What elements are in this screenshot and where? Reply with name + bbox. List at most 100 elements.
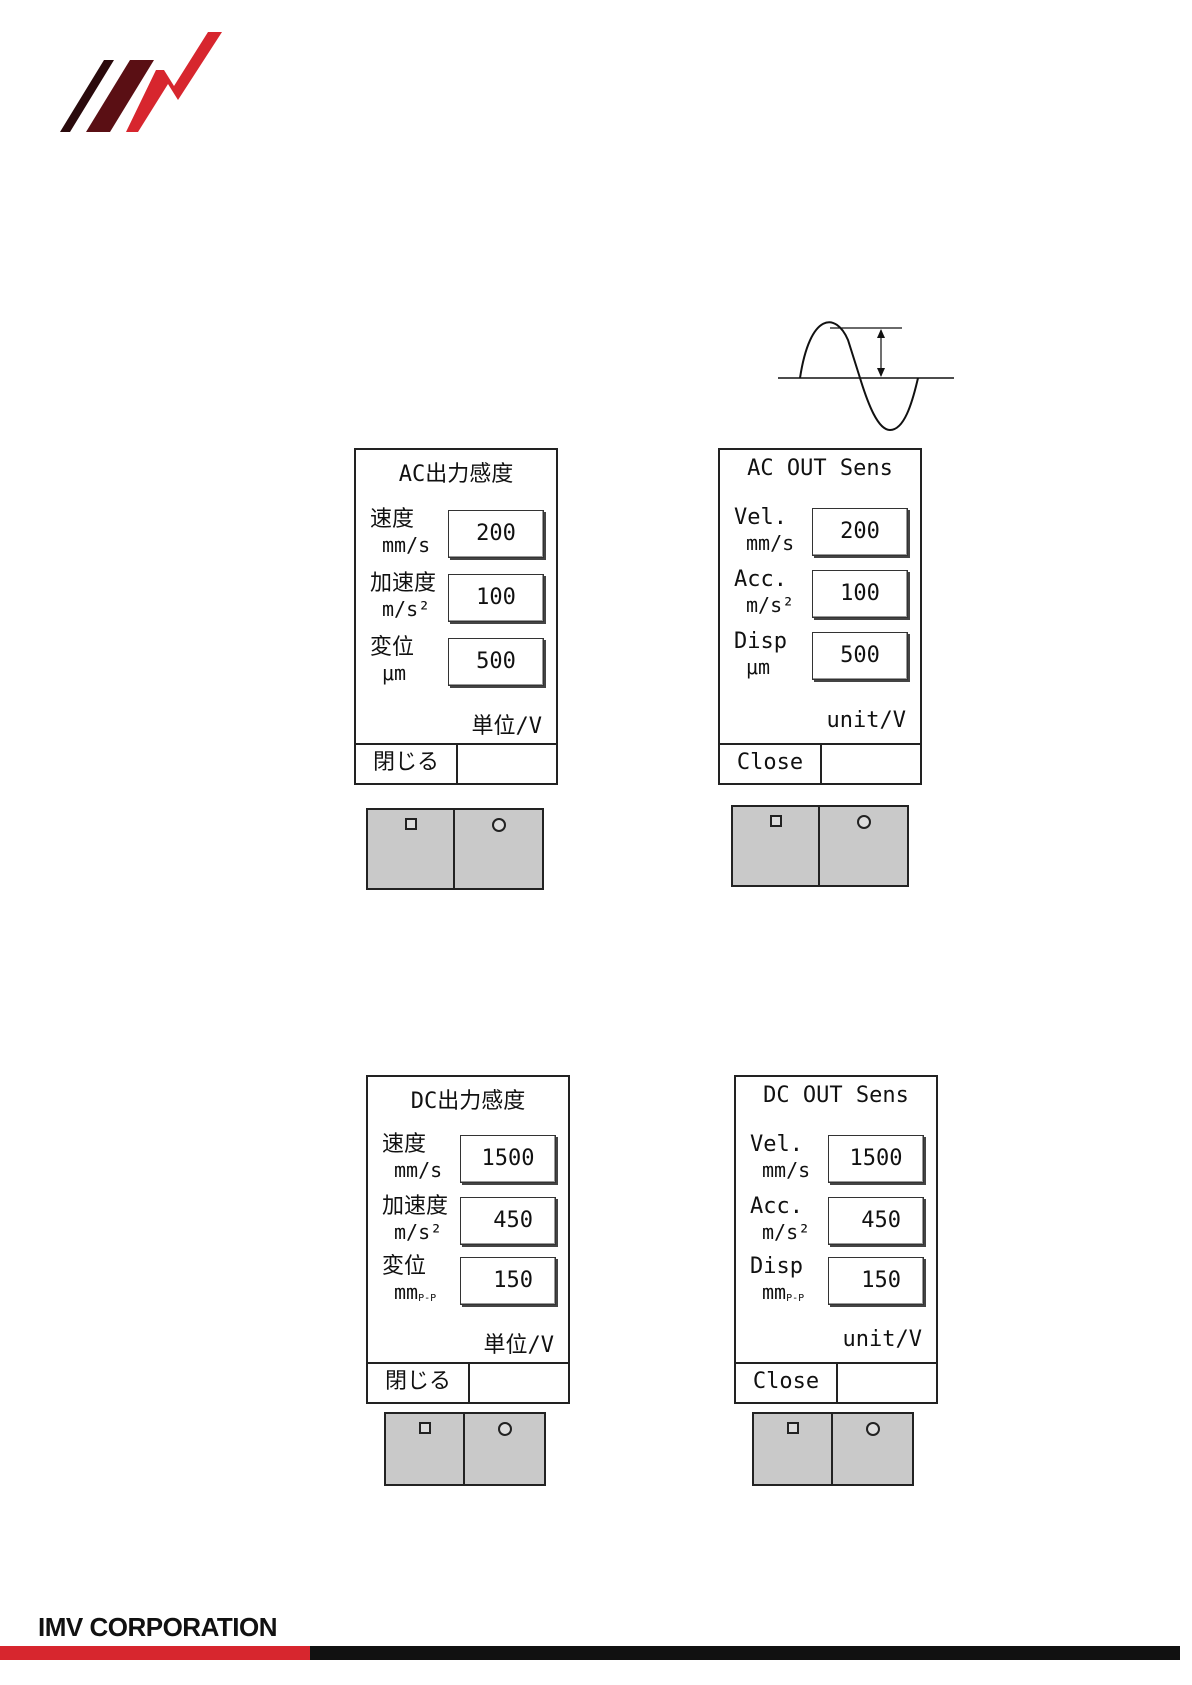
- velocity-label: 速度: [370, 508, 414, 532]
- acceleration-unit: m/s²: [394, 1221, 442, 1243]
- acceleration-label: Acc.: [734, 568, 787, 592]
- acceleration-label: Acc.: [750, 1195, 803, 1219]
- circle-icon: [498, 1422, 512, 1436]
- close-button[interactable]: 閉じる: [356, 745, 458, 783]
- blank-softkey[interactable]: [458, 745, 556, 783]
- panel-footer: 閉じる: [356, 743, 556, 783]
- square-key[interactable]: [733, 807, 820, 885]
- dc-output-sensitivity-panel-en: DC OUT Sens Vel. mm/s 1500 Acc. m/s² 450…: [734, 1075, 938, 1404]
- blank-softkey[interactable]: [822, 745, 920, 783]
- displacement-unit-sub: P-P: [418, 1293, 436, 1304]
- acceleration-value-field[interactable]: 450: [460, 1197, 556, 1245]
- square-key[interactable]: [386, 1414, 465, 1484]
- velocity-unit: mm/s: [382, 534, 430, 556]
- panel-title: AC OUT Sens: [720, 456, 920, 481]
- panel-title: DC出力感度: [368, 1083, 568, 1115]
- circle-icon: [866, 1422, 880, 1436]
- blank-softkey[interactable]: [838, 1364, 936, 1402]
- velocity-label: Vel.: [750, 1133, 803, 1157]
- circle-icon: [492, 818, 506, 832]
- acceleration-unit: m/s²: [746, 594, 794, 616]
- unit-per-volt-label: 単位/V: [484, 1327, 555, 1359]
- velocity-row: 速度 mm/s 1500: [378, 1133, 556, 1185]
- displacement-label: Disp: [734, 630, 787, 654]
- velocity-row: Vel. mm/s 1500: [746, 1133, 924, 1185]
- velocity-label: 速度: [382, 1133, 426, 1157]
- panel-title: AC出力感度: [356, 456, 556, 488]
- velocity-label: Vel.: [734, 506, 787, 530]
- square-icon: [405, 818, 417, 830]
- velocity-unit: mm/s: [746, 532, 794, 554]
- close-button[interactable]: 閉じる: [368, 1364, 470, 1402]
- panel-footer: Close: [720, 743, 920, 783]
- displacement-unit: mmP-P: [394, 1281, 436, 1310]
- footer-black-bar: [310, 1646, 1180, 1660]
- imv-logo: [60, 30, 240, 134]
- footer-red-bar: [0, 1646, 310, 1660]
- velocity-value-field[interactable]: 200: [448, 510, 544, 558]
- acceleration-label: 加速度: [370, 572, 436, 596]
- hardware-keys: [366, 808, 544, 890]
- acceleration-row: 加速度 m/s² 100: [366, 572, 544, 624]
- acceleration-label: 加速度: [382, 1195, 448, 1219]
- close-button[interactable]: Close: [720, 745, 822, 783]
- sine-amplitude-diagram: [778, 318, 958, 438]
- circle-key[interactable]: [455, 810, 542, 888]
- hardware-keys: [752, 1412, 914, 1486]
- acceleration-value-field[interactable]: 100: [448, 574, 544, 622]
- displacement-unit: μm: [746, 656, 770, 678]
- displacement-row: Disp mmP-P 150: [746, 1255, 924, 1307]
- acceleration-row: Acc. m/s² 450: [746, 1195, 924, 1247]
- displacement-label: 変位: [370, 636, 414, 660]
- circle-key[interactable]: [833, 1414, 912, 1484]
- velocity-value-field[interactable]: 1500: [828, 1135, 924, 1183]
- acceleration-unit: m/s²: [762, 1221, 810, 1243]
- acceleration-value-field[interactable]: 450: [828, 1197, 924, 1245]
- displacement-value-field[interactable]: 150: [828, 1257, 924, 1305]
- displacement-unit-main: mm: [762, 1280, 786, 1304]
- hardware-keys: [731, 805, 909, 887]
- square-icon: [787, 1422, 799, 1434]
- circle-key[interactable]: [820, 807, 907, 885]
- displacement-label: 変位: [382, 1255, 426, 1279]
- displacement-row: 変位 mmP-P 150: [378, 1255, 556, 1307]
- displacement-value-field[interactable]: 500: [448, 638, 544, 686]
- unit-per-volt-label: unit/V: [843, 1327, 922, 1352]
- velocity-value-field[interactable]: 1500: [460, 1135, 556, 1183]
- ac-output-sensitivity-panel-en: AC OUT Sens Vel. mm/s 200 Acc. m/s² 100 …: [718, 448, 922, 785]
- displacement-unit-sub: P-P: [786, 1293, 804, 1304]
- company-name: IMV CORPORATION: [38, 1612, 277, 1643]
- displacement-label: Disp: [750, 1255, 803, 1279]
- velocity-unit: mm/s: [762, 1159, 810, 1181]
- ac-output-sensitivity-panel-jp: AC出力感度 速度 mm/s 200 加速度 m/s² 100 変位 μm 50…: [354, 448, 558, 785]
- unit-per-volt-label: unit/V: [827, 708, 906, 733]
- dc-output-sensitivity-panel-jp: DC出力感度 速度 mm/s 1500 加速度 m/s² 450 変位 mmP-…: [366, 1075, 570, 1404]
- circle-key[interactable]: [465, 1414, 544, 1484]
- displacement-unit-main: mm: [394, 1280, 418, 1304]
- circle-icon: [857, 815, 871, 829]
- square-icon: [770, 815, 782, 827]
- acceleration-value-field[interactable]: 100: [812, 570, 908, 618]
- displacement-row: Disp μm 500: [730, 630, 908, 682]
- hardware-keys: [384, 1412, 546, 1486]
- displacement-row: 変位 μm 500: [366, 636, 544, 688]
- displacement-unit: mmP-P: [762, 1281, 804, 1310]
- panel-footer: 閉じる: [368, 1362, 568, 1402]
- velocity-value-field[interactable]: 200: [812, 508, 908, 556]
- square-key[interactable]: [754, 1414, 833, 1484]
- displacement-value-field[interactable]: 500: [812, 632, 908, 680]
- acceleration-row: 加速度 m/s² 450: [378, 1195, 556, 1247]
- square-icon: [419, 1422, 431, 1434]
- velocity-row: Vel. mm/s 200: [730, 506, 908, 558]
- close-button[interactable]: Close: [736, 1364, 838, 1402]
- displacement-unit: μm: [382, 662, 406, 684]
- unit-per-volt-label: 単位/V: [472, 708, 543, 740]
- panel-title: DC OUT Sens: [736, 1083, 936, 1108]
- velocity-unit: mm/s: [394, 1159, 442, 1181]
- displacement-value-field[interactable]: 150: [460, 1257, 556, 1305]
- panel-footer: Close: [736, 1362, 936, 1402]
- blank-softkey[interactable]: [470, 1364, 568, 1402]
- square-key[interactable]: [368, 810, 455, 888]
- velocity-row: 速度 mm/s 200: [366, 508, 544, 560]
- acceleration-unit: m/s²: [382, 598, 430, 620]
